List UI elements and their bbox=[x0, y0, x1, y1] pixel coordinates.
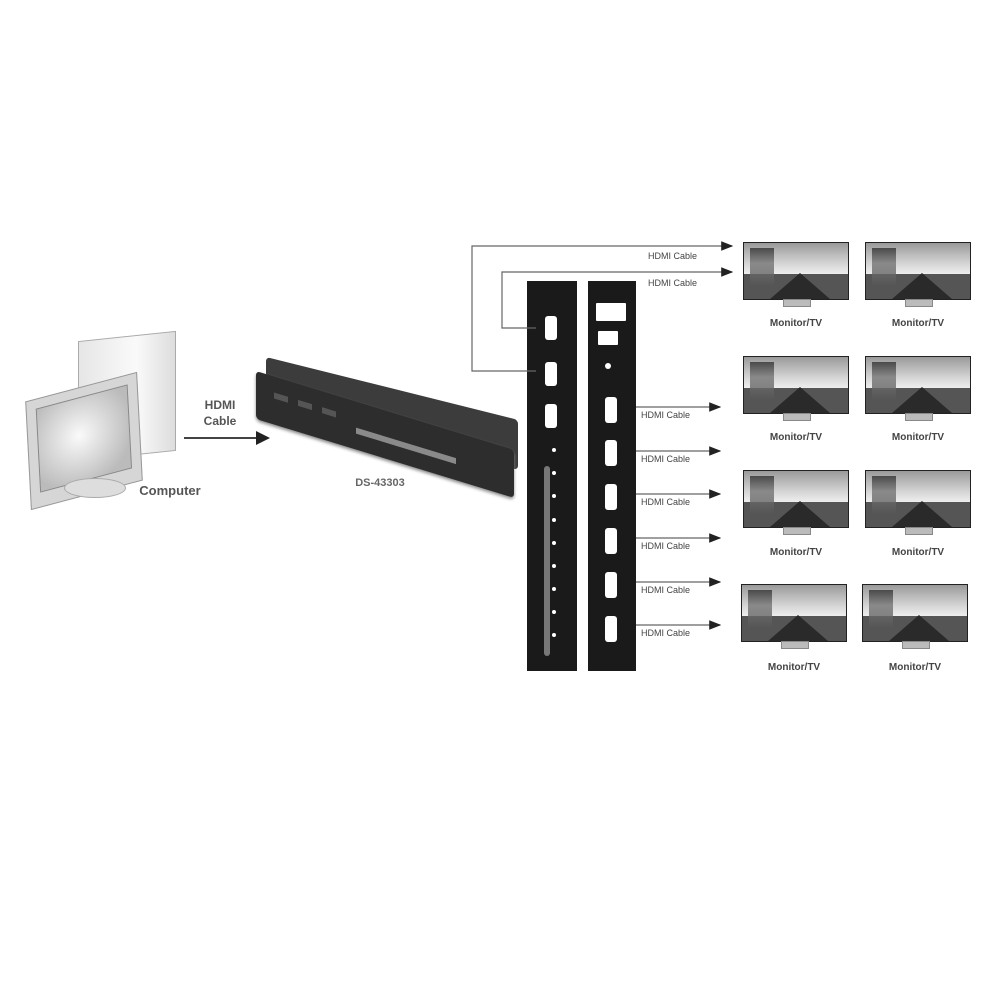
output-cable-label-8: HDMI Cable bbox=[641, 628, 691, 638]
monitor-icon bbox=[865, 242, 971, 307]
monitor-label-1: Monitor/TV bbox=[769, 318, 823, 329]
output-cable-label-7: HDMI Cable bbox=[641, 585, 691, 595]
monitor-label-2: Monitor/TV bbox=[891, 318, 945, 329]
front-panel bbox=[527, 281, 577, 671]
monitor-label-3: Monitor/TV bbox=[769, 432, 823, 443]
monitor-label-5: Monitor/TV bbox=[769, 547, 823, 558]
output-port-5 bbox=[605, 572, 617, 598]
output-port-6 bbox=[605, 616, 617, 642]
monitor-icon bbox=[865, 470, 971, 535]
led-indicator bbox=[552, 448, 556, 452]
output-port-4 bbox=[605, 528, 617, 554]
output-cable-label-1: HDMI Cable bbox=[648, 251, 698, 261]
output-port-2 bbox=[605, 440, 617, 466]
monitor-icon bbox=[741, 584, 847, 649]
input-port-2 bbox=[545, 362, 557, 386]
reset-button bbox=[605, 363, 611, 369]
output-port-3 bbox=[605, 484, 617, 510]
led-bar bbox=[544, 466, 550, 656]
monitor-icon bbox=[743, 356, 849, 421]
output-cable-label-4: HDMI Cable bbox=[641, 454, 691, 464]
monitor-label-4: Monitor/TV bbox=[891, 432, 945, 443]
monitor-label-7: Monitor/TV bbox=[767, 662, 821, 673]
input-cable-label-line1: HDMI bbox=[204, 398, 236, 412]
monitor-icon bbox=[865, 356, 971, 421]
output-cable-label-6: HDMI Cable bbox=[641, 541, 691, 551]
monitor-base bbox=[64, 478, 126, 498]
output-port-1 bbox=[605, 397, 617, 423]
monitor-icon bbox=[743, 470, 849, 535]
computer-illustration bbox=[20, 328, 190, 511]
rear-panel bbox=[588, 281, 636, 671]
input-port-1 bbox=[545, 316, 557, 340]
usb-port bbox=[598, 331, 618, 345]
input-port-3 bbox=[545, 404, 557, 428]
output-cable-label-3: HDMI Cable bbox=[641, 410, 691, 420]
monitor-label-8: Monitor/TV bbox=[888, 662, 942, 673]
power-port bbox=[596, 303, 626, 321]
monitor-icon bbox=[743, 242, 849, 307]
output-cable-label-5: HDMI Cable bbox=[641, 497, 691, 507]
computer-label: Computer bbox=[139, 483, 201, 498]
device-model-label: DS-43303 bbox=[355, 477, 405, 489]
monitor-label-6: Monitor/TV bbox=[891, 547, 945, 558]
input-arrow-icon bbox=[184, 431, 270, 445]
monitor-icon bbox=[862, 584, 968, 649]
output-cable-label-2: HDMI Cable bbox=[648, 278, 698, 288]
input-cable-label-line2: Cable bbox=[203, 414, 237, 428]
